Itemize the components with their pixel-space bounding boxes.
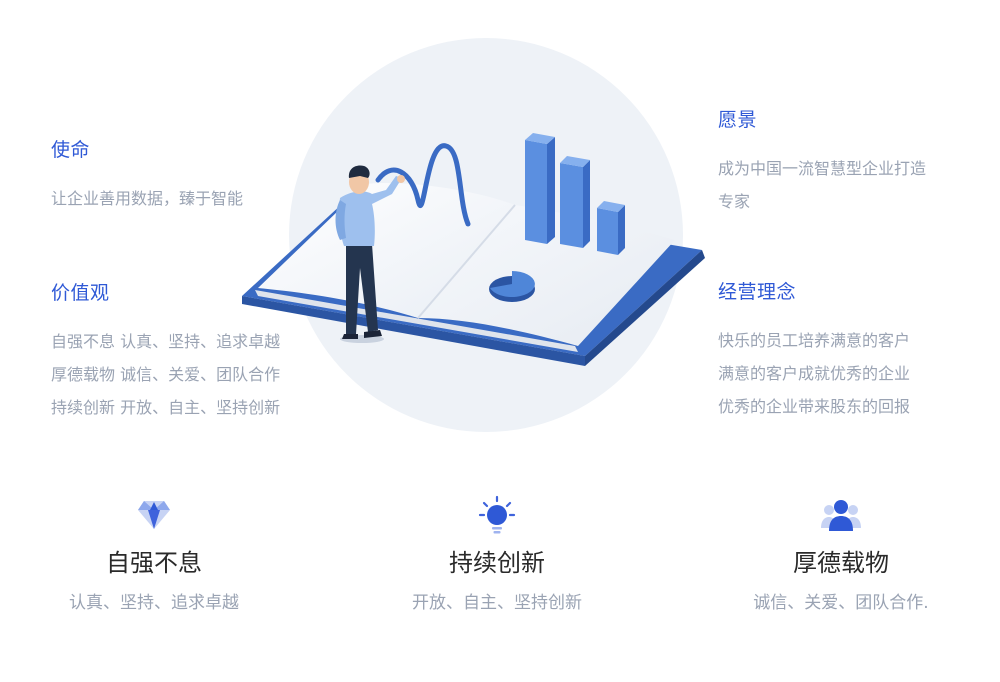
mission-title: 使命: [51, 139, 91, 161]
diamond-icon: [138, 501, 170, 529]
vision-line: 成为中国一流智慧型企业打造: [718, 159, 927, 178]
team-icon: [821, 500, 861, 531]
vision-title: 愿景: [718, 109, 758, 131]
philosophy-section: 经营理念 快乐的员工培养满意的客户 满意的客户成就优秀的企业 优秀的企业带来股东…: [718, 277, 910, 423]
feature-title: 持续创新: [449, 549, 545, 577]
wave-line: [375, 143, 471, 227]
philosophy-title: 经营理念: [718, 281, 797, 303]
feature-card-innovation: 持续创新 开放、自主、坚持创新: [367, 495, 627, 613]
feature-desc: 诚信、关爱、团队合作.: [753, 593, 929, 613]
person-figure: [335, 165, 405, 343]
values-title: 价值观: [51, 282, 110, 304]
feature-card-self-improvement: 自强不息 认真、坚持、追求卓越: [24, 495, 284, 613]
lightbulb-icon: [478, 495, 516, 534]
feature-desc: 认真、坚持、追求卓越: [69, 593, 239, 613]
feature-title: 自强不息: [106, 549, 202, 577]
book-cover-edge: [242, 296, 585, 366]
values-line: 自强不息 认真、坚持、追求卓越: [51, 332, 281, 351]
feature-title: 厚德载物: [793, 549, 889, 577]
vision-section: 愿景 成为中国一流智慧型企业打造 专家: [718, 105, 926, 218]
values-line: 厚德载物 诚信、关爱、团队合作: [51, 365, 281, 384]
pie-chart-graphic: [489, 271, 535, 302]
feature-card-virtue: 厚德载物 诚信、关爱、团队合作.: [711, 495, 971, 613]
feature-desc: 开放、自主、坚持创新: [412, 593, 582, 613]
philosophy-line: 满意的客户成就优秀的企业: [718, 364, 911, 383]
bar-chart-graphic: [525, 133, 625, 255]
mission-line: 让企业善用数据，臻于智能: [51, 189, 244, 208]
philosophy-line: 快乐的员工培养满意的客户: [718, 331, 911, 350]
vision-line: 专家: [718, 192, 751, 211]
values-section: 价值观 自强不息 认真、坚持、追求卓越 厚德载物 诚信、关爱、团队合作 持续创新…: [51, 278, 280, 424]
mission-section: 使命 让企业善用数据，臻于智能: [51, 135, 243, 215]
book-left-page: [258, 182, 515, 318]
book-analytics-illustration: [242, 38, 705, 432]
values-line: 持续创新 开放、自主、坚持创新: [51, 398, 281, 417]
philosophy-line: 优秀的企业带来股东的回报: [718, 397, 911, 416]
